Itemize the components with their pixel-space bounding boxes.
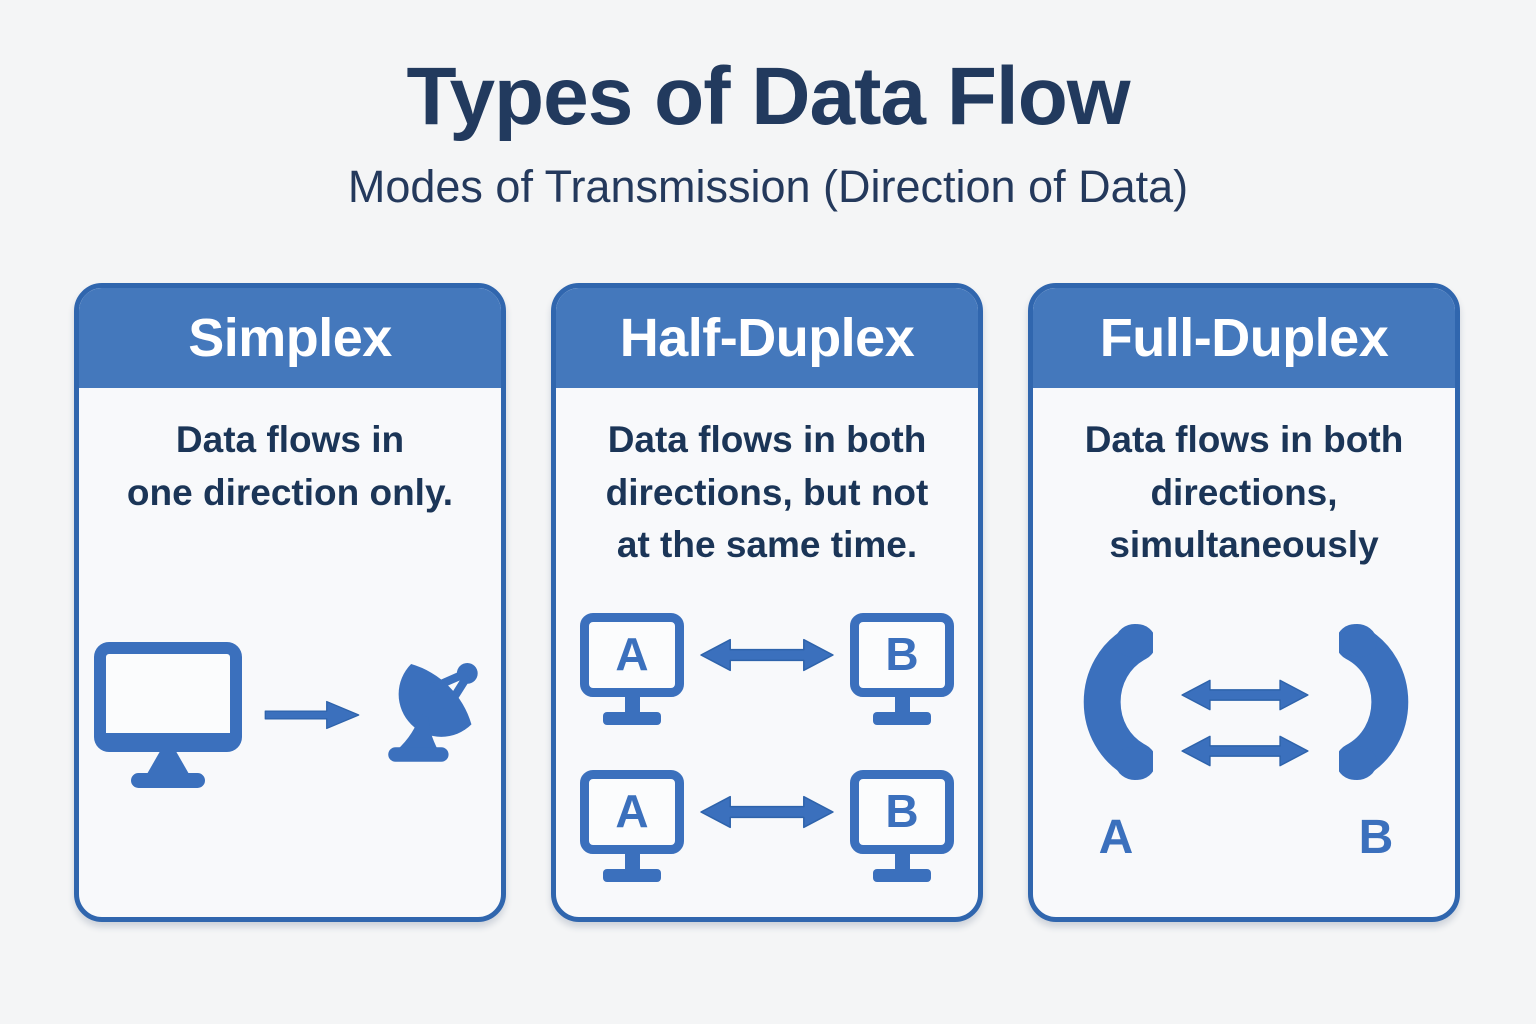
page-subtitle: Modes of Transmission (Direction of Data…: [347, 161, 1189, 213]
card-full-duplex-description: Data flows in both directions, simultane…: [1084, 419, 1404, 566]
endpoint-label-b: B: [1358, 811, 1394, 864]
node-label-b: B: [885, 628, 919, 680]
monitor-neck: [147, 752, 189, 774]
node-label-a: A: [615, 785, 649, 837]
card-simplex-header: Simplex: [79, 288, 501, 388]
half-duplex-row-2: A B: [556, 770, 978, 882]
double-arrow-icon: [700, 795, 834, 829]
card-simplex-description: Data flows in one direction only.: [126, 419, 454, 513]
monitor-neck: [894, 697, 910, 712]
monitor-base: [873, 869, 931, 882]
endpoint-label-a: A: [1098, 811, 1134, 864]
monitor-b-icon: B: [850, 770, 954, 882]
monitor-screen: A: [580, 613, 684, 697]
node-label-a: A: [615, 628, 649, 680]
phone-handset-icon: [1083, 623, 1153, 781]
page-title: Types of Data Flow: [406, 51, 1130, 142]
page-header: Types of Data Flow Modes of Transmission…: [0, 0, 1536, 212]
full-duplex-arrows: [1159, 676, 1331, 770]
card-half-duplex: Half-Duplex Data flows in both direction…: [551, 283, 983, 922]
arrow-right-icon: [264, 700, 360, 730]
node-label-b: B: [885, 785, 919, 837]
cards-row: Simplex Data flows in one direction only…: [74, 283, 1460, 922]
card-simplex: Simplex Data flows in one direction only…: [74, 283, 506, 922]
monitor-base: [603, 712, 661, 725]
double-arrow-icon: [700, 638, 834, 672]
monitor-base: [131, 773, 205, 788]
card-half-duplex-title: Half-Duplex: [619, 308, 915, 368]
monitor-a-icon: A: [580, 613, 684, 725]
satellite-dish-icon: [388, 663, 478, 762]
full-duplex-icon-area: A B: [1033, 618, 1455, 864]
double-arrow-icon: [1181, 679, 1309, 711]
card-full-duplex-header: Full-Duplex: [1033, 288, 1455, 388]
double-arrow-icon: [1181, 735, 1309, 767]
monitor-base: [603, 869, 661, 882]
monitor-neck: [624, 854, 640, 869]
monitor-screen: B: [850, 770, 954, 854]
monitor-screen: B: [850, 613, 954, 697]
simplex-icon-row: [79, 640, 501, 790]
monitor-b-icon: B: [850, 613, 954, 725]
card-half-duplex-header: Half-Duplex: [556, 288, 978, 388]
card-half-duplex-description: Data flows in both directions, but not a…: [605, 419, 929, 566]
monitor-icon: [94, 642, 242, 788]
monitor-screen: A: [580, 770, 684, 854]
monitor-neck: [894, 854, 910, 869]
monitor-a-icon: A: [580, 770, 684, 882]
card-full-duplex: Full-Duplex Data flows in both direction…: [1028, 283, 1460, 922]
phone-handset-icon: [1339, 623, 1409, 781]
monitor-screen: [94, 642, 242, 752]
half-duplex-row-1: A B: [556, 613, 978, 725]
card-simplex-title: Simplex: [188, 308, 392, 368]
card-full-duplex-title: Full-Duplex: [1099, 308, 1389, 368]
monitor-neck: [624, 697, 640, 712]
monitor-base: [873, 712, 931, 725]
